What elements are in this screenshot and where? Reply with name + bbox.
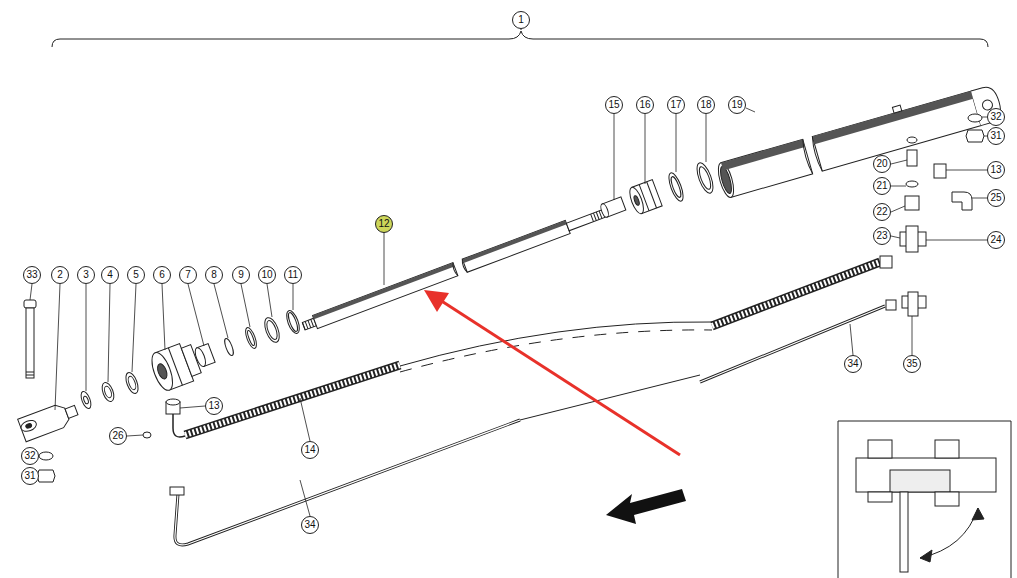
callout-number: 10 <box>258 266 276 284</box>
callout-number: 16 <box>636 96 654 114</box>
callout-label: 34 <box>847 359 858 369</box>
callout-number: 26 <box>109 427 127 445</box>
callout-label: 8 <box>211 270 217 280</box>
callout-label: 9 <box>238 270 244 280</box>
callout-label: 6 <box>159 270 165 280</box>
callout-number: 4 <box>101 266 119 284</box>
callout-label: 10 <box>261 270 272 280</box>
callout-number: 25 <box>987 189 1005 207</box>
callout-number: 19 <box>728 96 746 114</box>
callout-number: 32 <box>21 447 39 465</box>
callout-number: 34 <box>844 355 862 373</box>
callout-label: 19 <box>731 100 742 110</box>
callout-label: 1 <box>518 15 524 25</box>
direction-arrow <box>606 489 686 524</box>
callout-number: 32 <box>987 108 1005 126</box>
callout-label: 23 <box>876 231 887 241</box>
callout-label: 2 <box>57 270 63 280</box>
callout-number: 9 <box>232 266 250 284</box>
callout-label: 18 <box>700 100 711 110</box>
callout-number: 17 <box>667 96 685 114</box>
callout-label: 25 <box>990 193 1001 203</box>
callout-label: 35 <box>906 359 917 369</box>
callout-number: 3 <box>77 266 95 284</box>
callout-number: 2 <box>51 266 69 284</box>
inset-view <box>838 421 1011 578</box>
callout-label: 24 <box>990 235 1001 245</box>
piston-rod <box>301 206 607 332</box>
callout-label: 13 <box>208 401 219 411</box>
callout-label: 13 <box>990 165 1001 175</box>
callout-label: 21 <box>876 181 887 191</box>
callout-number: 33 <box>23 266 41 284</box>
callout-label: 32 <box>24 451 35 461</box>
callout-label: 5 <box>133 270 139 280</box>
callout-number: 14 <box>301 441 319 459</box>
callout-number: 34 <box>301 516 319 534</box>
callout-label: 33 <box>26 270 37 280</box>
callout-label: 31 <box>990 131 1001 141</box>
callout-label: 16 <box>639 100 650 110</box>
callout-number: 1 <box>512 11 530 29</box>
callout-label: 7 <box>185 270 191 280</box>
callout-label: 26 <box>112 431 123 441</box>
callout-label: 31 <box>24 471 35 481</box>
callout-number: 6 <box>153 266 171 284</box>
callout-label: 12 <box>378 219 389 229</box>
callout-number: 31 <box>21 467 39 485</box>
cylinder-tube <box>714 79 1004 199</box>
callout-number: 12 <box>375 215 393 233</box>
callout-number: 8 <box>205 266 223 284</box>
callout-label: 32 <box>990 112 1001 122</box>
callout-label: 34 <box>304 520 315 530</box>
group-bracket <box>52 31 988 47</box>
callout-number: 18 <box>697 96 715 114</box>
callout-label: 14 <box>304 445 315 455</box>
callout-label: 22 <box>876 207 887 217</box>
callout-number: 23 <box>873 227 891 245</box>
callout-label: 11 <box>288 270 298 280</box>
callout-label: 20 <box>876 159 887 169</box>
callout-label: 15 <box>608 100 619 110</box>
callout-number: 13 <box>987 161 1005 179</box>
callout-label: 3 <box>83 270 89 280</box>
callout-number: 24 <box>987 231 1005 249</box>
pointer-arrow <box>424 290 680 455</box>
callout-label: 4 <box>107 270 113 280</box>
callout-number: 20 <box>873 155 891 173</box>
callout-number: 11 <box>284 266 302 284</box>
callout-number: 7 <box>179 266 197 284</box>
callout-number: 21 <box>873 177 891 195</box>
callout-number: 31 <box>987 127 1005 145</box>
callout-number: 15 <box>605 96 623 114</box>
callout-number: 35 <box>903 355 921 373</box>
callout-number: 13 <box>205 397 223 415</box>
callout-label: 17 <box>670 100 681 110</box>
callout-number: 22 <box>873 203 891 221</box>
callout-number: 5 <box>127 266 145 284</box>
